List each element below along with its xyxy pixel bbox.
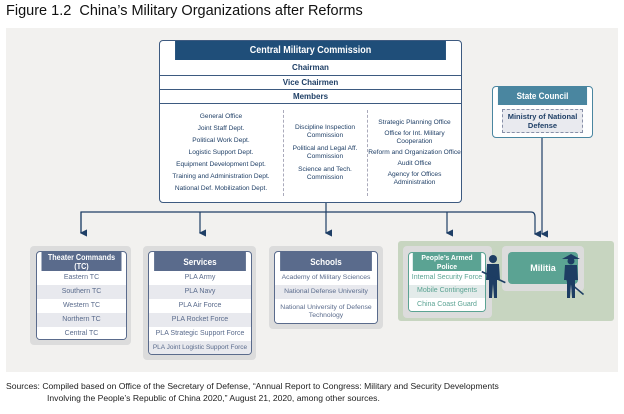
sources-line2: Involving the People’s Republic of China… [47,393,380,404]
pap-title: People’s Armed Police [412,253,482,271]
service-item: PLA Strategic Support Force [149,327,251,341]
dept-item: Equipment Development Dept. [176,160,266,168]
cmc-title: Central Military Commission [175,41,446,60]
pap-box: People’s Armed Police Internal Security … [408,252,486,312]
dept-item: Logistic Support Dept. [188,149,254,157]
service-item: PLA Air Force [149,299,251,313]
dept-item: National Def. Mobilization Dept. [174,184,268,192]
dept-item: Political Work Dept. [192,137,250,145]
dept-item: Joint Staff Dept. [197,125,245,133]
commission-item: Science and Tech. Commission [298,165,352,181]
theater-item: Eastern TC [37,271,126,285]
pap-item: China Coast Guard [409,298,485,311]
cmc-box: Central Military Commission Chairman Vic… [159,40,462,203]
service-item: PLA Navy [149,285,251,299]
divider [283,109,284,196]
pap-item: Internal Security Force [409,271,485,285]
figure-title: Figure 1.2 China’s Military Organization… [6,3,363,19]
commission-item: Political and Legal Aff. Commission [292,145,358,160]
cmc-commissions: Discipline Inspection Commission Politic… [284,104,366,203]
service-item: PLA Army [149,271,251,285]
dept-item: General Office [199,113,243,121]
cmc-offices: Strategic Planning Office Office for Int… [368,104,461,203]
theater-item: Western TC [37,299,126,313]
cmc-chairman: Chairman [292,62,329,72]
ministry-of-national-defense: Ministry of National Defense [502,109,583,133]
theater-item: Northern TC [37,313,126,327]
service-item: PLA Joint Logistic Support Force [149,341,251,354]
office-item: Strategic Planning Office [378,119,451,127]
theater-title: Theater Commands (TC) [41,252,122,271]
sources-label: Sources: [6,381,40,391]
services-box: Services PLA Army PLA Navy PLA Air Force… [148,251,252,355]
school-item: National University of Defense Technolog… [275,299,377,323]
cmc-departments: General Office Joint Staff Dept. Politic… [160,104,282,203]
school-item: Academy of Military Sciences [275,271,377,285]
commission-item: Discipline Inspection Commission [294,124,356,140]
dept-item: Training and Administration Dept. [172,172,270,180]
school-item: National Defense University [275,285,377,299]
office-item: Agency for Offices Administration [387,170,442,186]
service-item: PLA Rocket Force [149,313,251,327]
cmc-vice-chairmen: Vice Chairmen [160,74,461,90]
theater-commands-box: Theater Commands (TC) Eastern TC Souther… [36,251,127,340]
office-item: Office for Int. Military Cooperation [384,130,445,146]
office-item: Audit Office [397,159,432,167]
arrow-militia-cmc [80,211,541,238]
militia-soldier-icon [562,254,585,298]
soldier-icon [481,255,506,298]
theater-item: Central TC [37,327,126,339]
sources-line1: Compiled based on Office of the Secretar… [42,381,499,391]
pap-item: Mobile Contingents [409,284,485,298]
state-council-title: State Council [497,87,588,105]
services-title: Services [154,252,246,271]
theater-item: Southern TC [37,285,126,299]
schools-title: Schools [280,252,372,271]
office-item: Reform and Organization Office [368,149,461,157]
state-council-box: State Council Ministry of National Defen… [492,86,593,138]
schools-box: Schools Academy of Military Sciences Nat… [274,251,378,324]
cmc-members: Members [160,89,461,104]
divider [367,109,368,196]
sources-note: Sources: Compiled based on Office of the… [6,380,499,404]
